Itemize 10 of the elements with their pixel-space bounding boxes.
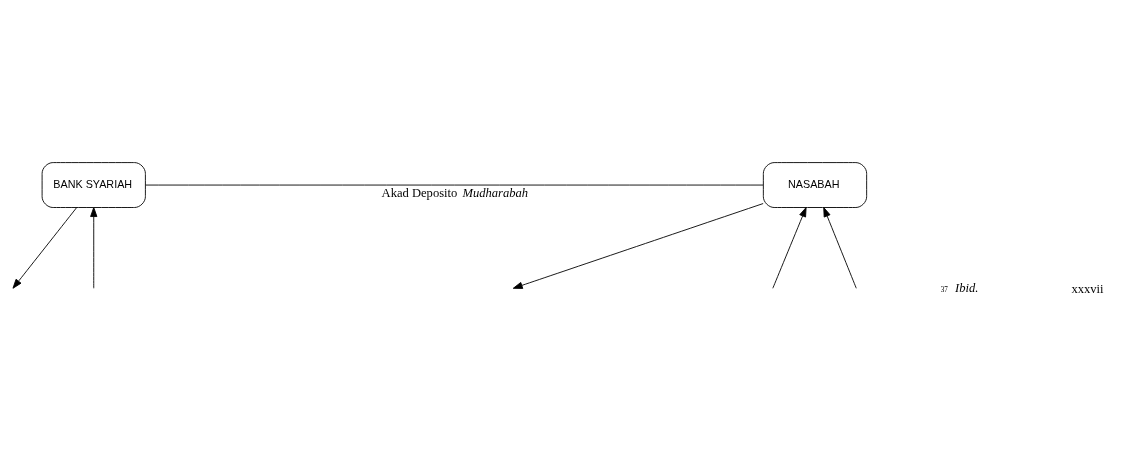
label: xxxvii [1071, 281, 1104, 296]
node-box: NASABAH [762, 161, 868, 208]
edge-label: Akad Deposito Mudharabah [381, 185, 529, 200]
node-box: BANK SYARIAH [41, 161, 146, 208]
arrow [12, 206, 78, 289]
arrow [90, 206, 98, 289]
arrow [772, 206, 807, 289]
arrow [512, 202, 764, 289]
arrow [823, 206, 857, 289]
connector [145, 184, 764, 185]
